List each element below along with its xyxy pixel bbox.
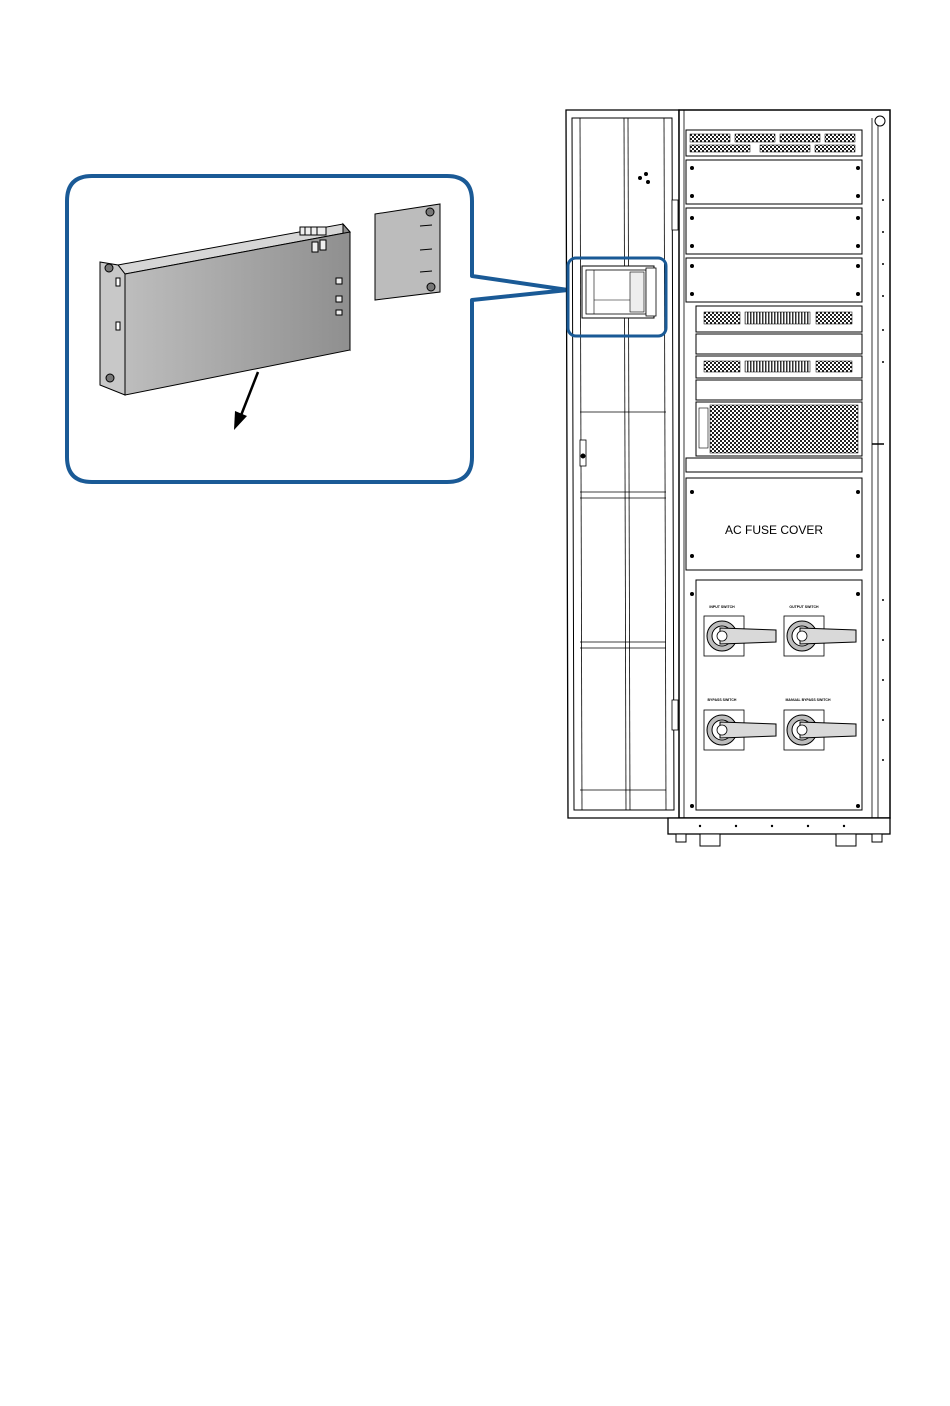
maintenance-bypass-switch-label: MANUAL BYPASS SWITCH: [786, 698, 831, 702]
screw: [427, 283, 435, 291]
switch-panel: [696, 580, 862, 810]
door-hinge: [672, 200, 678, 230]
blank-panel: [686, 208, 862, 254]
blank-panel: [686, 160, 862, 204]
cabinet-body: AC FUSE COVER INPUT SWITCH OUTPUT SWITCH…: [679, 110, 890, 818]
callout: [67, 176, 568, 482]
screw: [426, 208, 434, 216]
screw: [106, 374, 114, 382]
cabinet-base: [668, 818, 890, 846]
leveling-foot: [836, 834, 856, 846]
bypass-switch-label: BYPASS SWITCH: [708, 698, 737, 702]
ac-fuse-cover-label: AC FUSE COVER: [725, 523, 823, 537]
output-switch-label: OUTPUT SWITCH: [789, 605, 819, 609]
caster: [872, 834, 882, 842]
cabinet-door: [566, 110, 681, 818]
ups-cabinet: AC FUSE COVER INPUT SWITCH OUTPUT SWITCH…: [566, 110, 890, 846]
door-hinge: [672, 700, 678, 730]
lifting-eye: [875, 116, 885, 126]
screw: [105, 264, 113, 272]
blank-panel: [686, 258, 862, 302]
terminal-block: [300, 227, 326, 235]
input-switch-label: INPUT SWITCH: [709, 605, 735, 609]
caster: [676, 834, 686, 842]
leveling-foot: [700, 834, 720, 846]
door-latch: [580, 440, 586, 466]
